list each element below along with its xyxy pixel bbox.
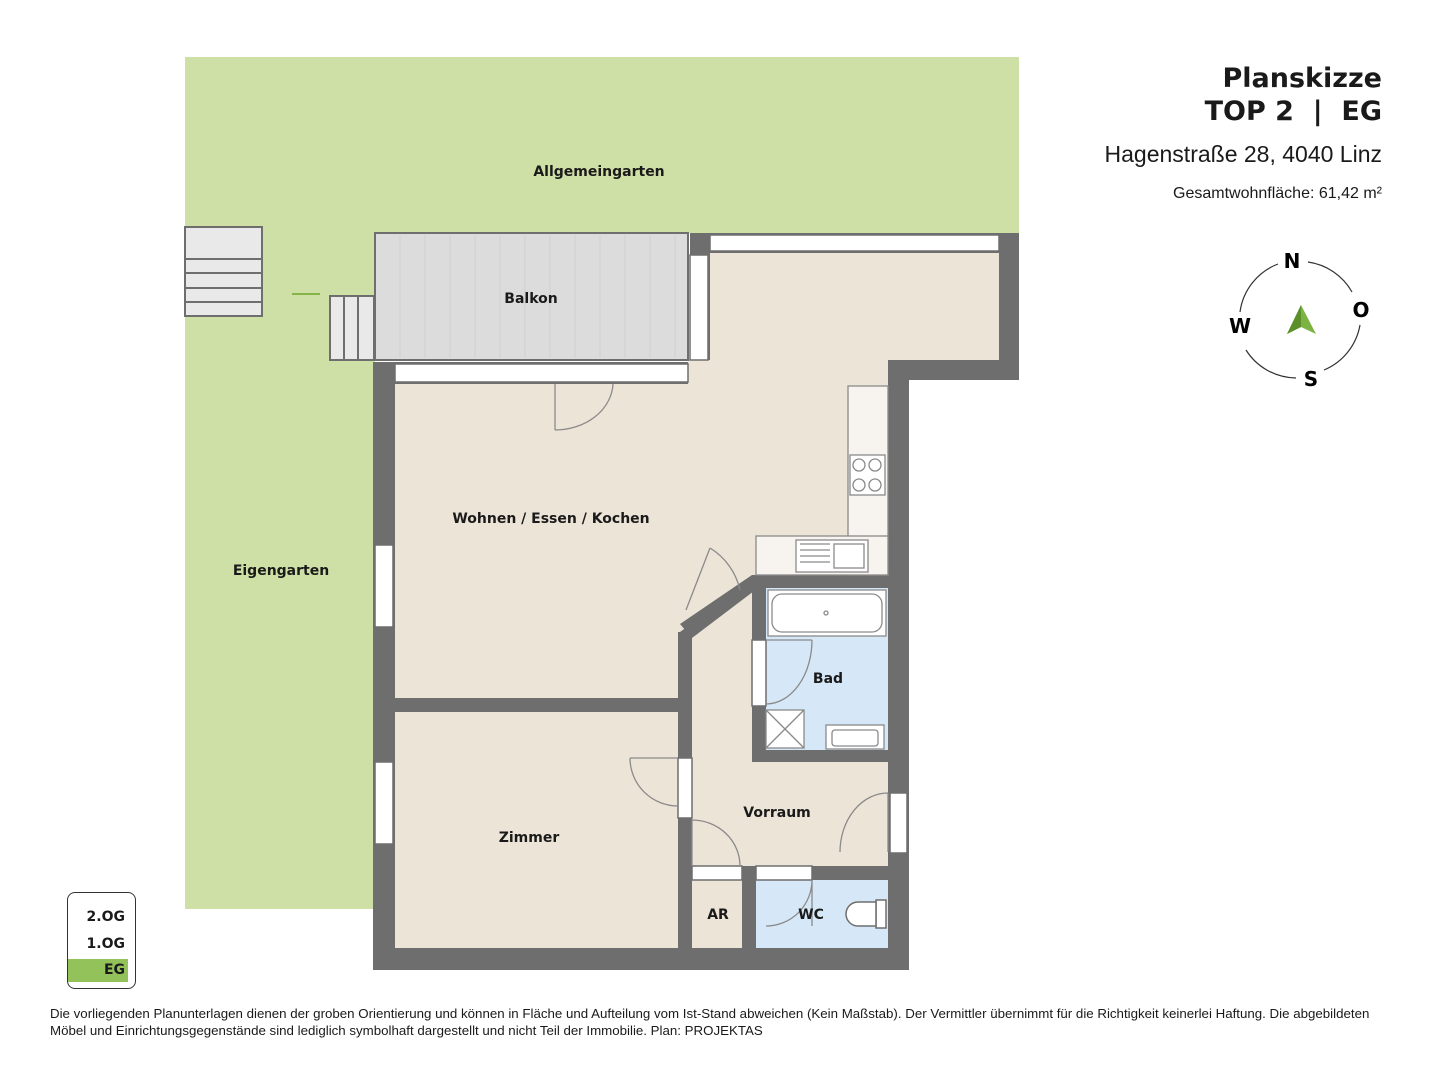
unit-label: TOP 2 | EG [1204, 96, 1382, 127]
room-label-wohnen: Wohnen / Essen / Kochen [452, 511, 649, 527]
floor-selector[interactable]: 2.OG 1.OG EG [67, 892, 136, 989]
room-label-eigengarten: Eigengarten [233, 563, 329, 579]
balcony-steps [329, 295, 375, 361]
room-label-balkon: Balkon [504, 291, 557, 307]
toilet [845, 899, 887, 929]
ar-floor [692, 880, 742, 948]
total-area: Gesamtwohnfläche: 61,42 m² [1173, 185, 1382, 202]
bathtub [767, 589, 887, 637]
terrace-floor [710, 253, 999, 360]
vorraum-floor [692, 588, 888, 866]
kitchen-counter [755, 385, 889, 576]
room-label-wc: WC [798, 907, 824, 923]
floor-item-selected[interactable]: EG [103, 962, 125, 978]
zimmer-floor [395, 712, 678, 948]
washbasin [825, 724, 885, 750]
living-room-floor [395, 384, 888, 698]
room-label-ar: AR [707, 907, 729, 923]
room-label-bad: Bad [813, 671, 843, 687]
disclaimer: Die vorliegenden Planunterlagen dienen d… [50, 1006, 1370, 1038]
diagonal-wall [680, 575, 758, 638]
living-room-floor-upper [688, 360, 888, 386]
shower [765, 709, 805, 749]
selected-floor-highlight [68, 959, 128, 982]
floor-item[interactable]: 1.OG [86, 936, 125, 952]
plan-title: Planskizze [1222, 63, 1382, 94]
windows [374, 234, 1000, 881]
garden-area-west [185, 57, 375, 909]
floor-item[interactable]: 2.OG [86, 909, 125, 925]
room-label-zimmer: Zimmer [499, 830, 560, 846]
door-swings [554, 383, 889, 927]
compass-west: W [1229, 314, 1251, 338]
north-arrow-shade-icon [1287, 305, 1301, 334]
balcony-deck [374, 232, 689, 361]
compass: N O S W [1229, 249, 1370, 391]
garden-steps [184, 226, 263, 317]
plan-header: Planskizze TOP 2 | EG Hagenstraße 28, 40… [1105, 62, 1382, 205]
compass-north: N [1284, 249, 1301, 273]
room-label-allgemeingarten: Allgemeingarten [533, 164, 664, 180]
compass-east: O [1352, 298, 1369, 322]
room-label-vorraum: Vorraum [743, 805, 811, 821]
compass-ring [1239, 261, 1361, 379]
compass-south: S [1304, 367, 1318, 391]
address: Hagenstraße 28, 4040 Linz [1104, 141, 1382, 167]
